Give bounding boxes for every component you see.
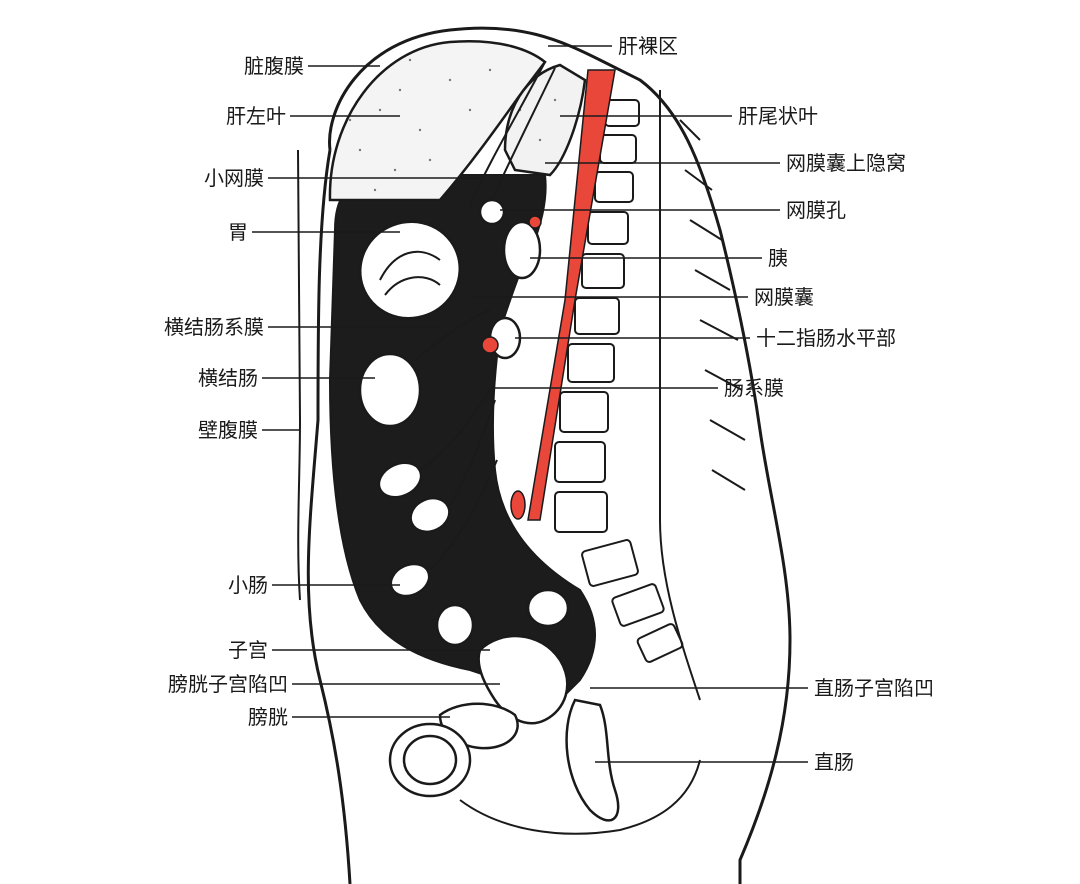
label-rectum: 直肠 xyxy=(814,750,854,774)
small-intestine-loops xyxy=(377,389,570,647)
liver-stipple xyxy=(348,58,557,192)
label-omental-foramen: 网膜孔 xyxy=(786,198,846,222)
label-vesicouterine-pouch: 膀胱子宫陷凹 xyxy=(168,672,288,696)
label-parietal-peritoneum: 壁腹膜 xyxy=(198,418,258,442)
vertebral-column xyxy=(554,90,746,701)
duodenum-vessel-left xyxy=(481,336,499,354)
label-mesentery: 肠系膜 xyxy=(724,376,784,400)
lesser-omentum-fold xyxy=(469,61,546,206)
right-labels: 肝裸区 肝尾状叶 网膜囊上隐窝 网膜孔 胰 网膜囊 十二指肠水平部 肠系膜 直肠… xyxy=(618,34,934,774)
label-transverse-colon: 横结肠 xyxy=(198,366,258,390)
label-superior-recess: 网膜囊上隐窝 xyxy=(786,151,906,175)
label-bare-area-liver: 肝裸区 xyxy=(618,34,678,58)
pelvic-floor xyxy=(459,759,701,835)
label-pancreas: 胰 xyxy=(768,246,788,270)
label-rectouterine-pouch: 直肠子宫陷凹 xyxy=(814,676,934,700)
label-bladder: 膀胱 xyxy=(248,705,288,729)
label-omental-bursa: 网膜囊 xyxy=(754,285,814,309)
label-small-intestine: 小肠 xyxy=(228,573,268,597)
label-left-lobe-liver: 肝左叶 xyxy=(226,104,286,128)
leader-lines xyxy=(252,45,808,763)
pubic-bone-inner xyxy=(402,734,458,786)
label-stomach: 胃 xyxy=(228,220,248,244)
rectum-shape xyxy=(565,698,620,822)
stomach-rugae xyxy=(379,250,441,296)
label-visceral-peritoneum: 脏腹膜 xyxy=(244,54,304,78)
aorta-vessel xyxy=(527,69,616,521)
uterus-shape xyxy=(477,634,569,725)
label-horizontal-duodenum: 十二指肠水平部 xyxy=(756,326,896,350)
iliac-vessel xyxy=(510,490,526,520)
transverse-mesocolon-line xyxy=(414,309,491,361)
omental-foramen-shape xyxy=(478,198,506,226)
liver-caudate-lobe xyxy=(503,63,587,177)
left-labels: 脏腹膜 肝左叶 小网膜 胃 横结肠系膜 横结肠 壁腹膜 小肠 子宫 膀胱子宫陷凹… xyxy=(164,54,304,729)
transverse-colon-shape xyxy=(358,352,422,428)
pancreas-vessel xyxy=(528,215,542,229)
label-lesser-omentum: 小网膜 xyxy=(204,166,264,190)
label-uterus: 子宫 xyxy=(228,638,268,662)
liver-left-lobe xyxy=(328,40,547,202)
label-transverse-mesocolon: 横结肠系膜 xyxy=(164,315,264,339)
pancreas-shape xyxy=(502,220,542,280)
label-caudate-lobe: 肝尾状叶 xyxy=(738,104,818,128)
